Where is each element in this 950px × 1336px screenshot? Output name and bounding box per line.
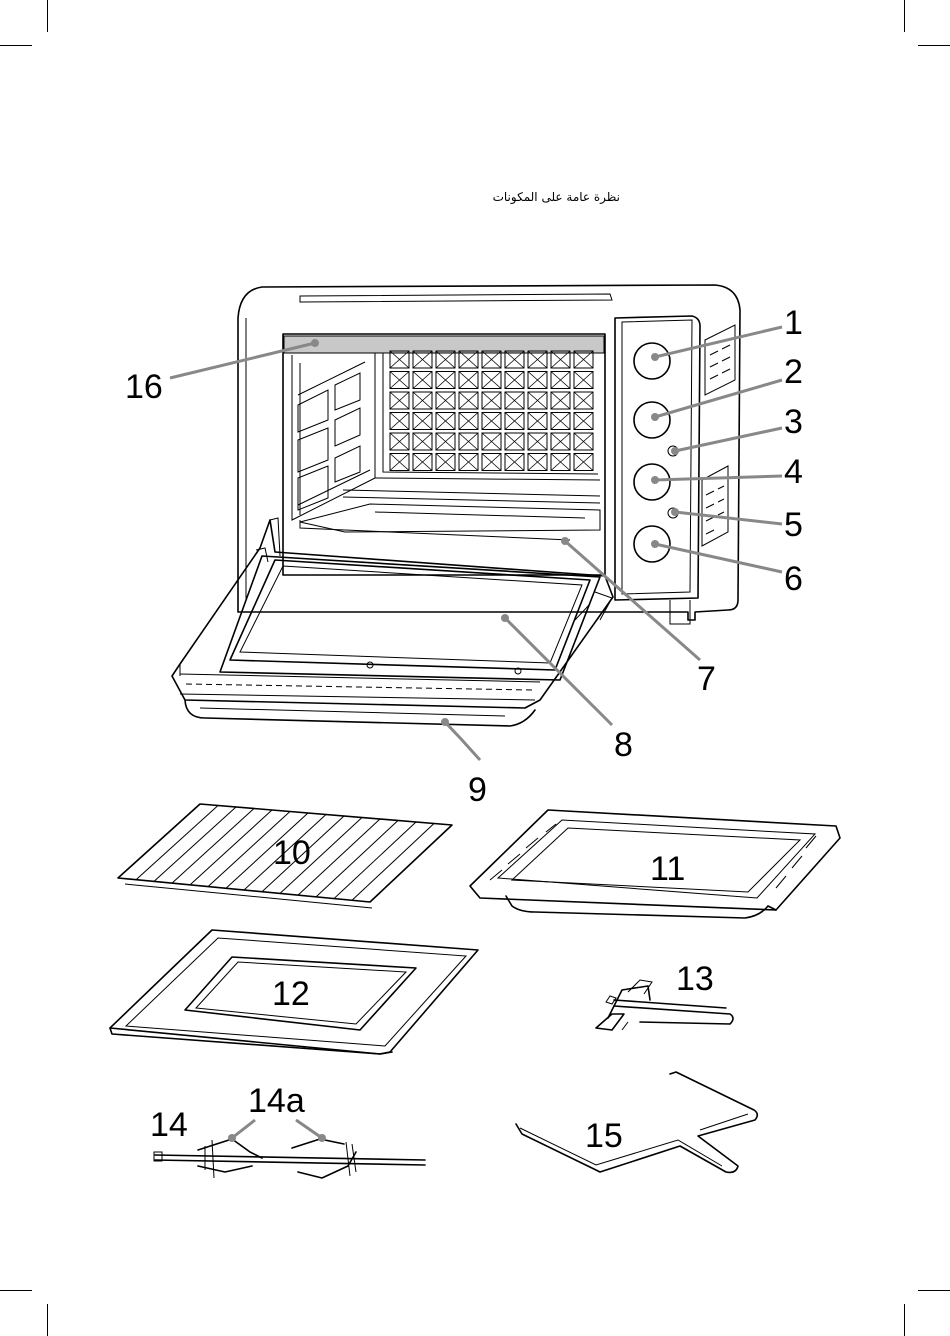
label-5: 5: [784, 506, 803, 544]
rack-bar: [154, 807, 236, 881]
oven: [172, 285, 740, 726]
knob-2: [634, 402, 670, 438]
label-13: 13: [676, 960, 714, 998]
oven-top-panel: [300, 294, 612, 302]
label-14a: 14a: [248, 1082, 305, 1120]
label-16: 16: [125, 368, 163, 406]
label-8: 8: [614, 726, 633, 764]
label-12: 12: [272, 975, 310, 1013]
label-15: 15: [585, 1117, 623, 1155]
back-wall-pattern: [389, 350, 596, 473]
label-7: 7: [697, 660, 716, 698]
inner-tray: [300, 504, 600, 532]
label-1: 1: [784, 304, 803, 342]
label-9: 9: [468, 771, 487, 809]
rack-bar: [352, 824, 434, 901]
label-11: 11: [650, 850, 685, 888]
side-vents: [702, 325, 735, 546]
rack-bar: [316, 821, 398, 897]
label-14: 14: [150, 1106, 188, 1144]
rack-bar: [172, 809, 254, 884]
rack-bar: [136, 806, 218, 880]
label-4: 4: [784, 453, 803, 491]
rotisserie-spit: [154, 1139, 425, 1178]
tray-handle: [516, 1072, 757, 1172]
inner-rack: [343, 490, 600, 503]
rack-bar: [190, 810, 272, 885]
label-10: 10: [273, 834, 311, 872]
side-rails: [292, 355, 375, 520]
knob-1: [634, 343, 670, 379]
rack-bar: [334, 822, 416, 899]
label-2: 2: [784, 353, 803, 391]
label-3: 3: [784, 403, 803, 441]
label-6: 6: [784, 560, 803, 598]
